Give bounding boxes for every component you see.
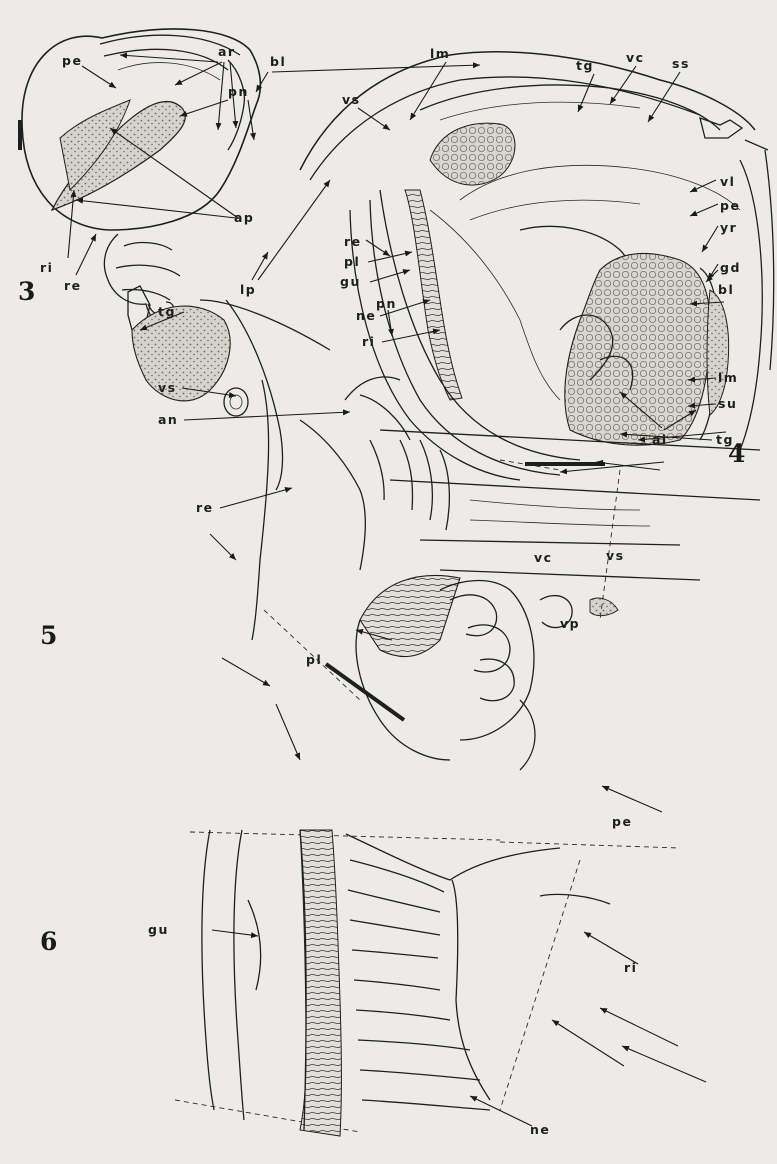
label-ap: ap	[234, 210, 254, 225]
label-ne: ne	[356, 308, 376, 323]
label-su: su	[718, 396, 737, 411]
figure-number-5: 5	[40, 621, 57, 650]
label-pe-6: pe	[612, 814, 632, 829]
label-vc: vc	[626, 50, 645, 65]
label-yr: yr	[720, 220, 737, 235]
label-re: re	[64, 278, 82, 293]
label-ri-6: ri	[624, 960, 637, 975]
label-gu-6: gu	[148, 922, 169, 937]
label-pe-4: pe	[720, 198, 740, 213]
label-ri: ri	[40, 260, 53, 275]
label-ne-6: ne	[530, 1122, 550, 1137]
figure-number-6: 6	[40, 927, 57, 956]
label-pn-5: pn	[376, 296, 397, 311]
label-bl-5: bl	[718, 282, 734, 297]
label-lm-5: lm	[718, 370, 738, 385]
label-ai: ai	[652, 432, 668, 447]
label-lp: lp	[240, 282, 256, 297]
figure-3-drawing	[20, 29, 260, 322]
label-vs-5b: vs	[606, 548, 625, 563]
figure-4-drawing	[300, 52, 774, 480]
label-vp: vp	[560, 616, 580, 631]
label-vc-5: vc	[534, 550, 553, 565]
label-ar: ar	[218, 44, 236, 59]
label-vs: vs	[342, 92, 361, 107]
label-re-5: re	[196, 500, 214, 515]
label-pn: pn	[228, 84, 249, 99]
figure-number-4: 4	[728, 439, 745, 468]
label-ri-4: ri	[362, 334, 375, 349]
label-an: an	[158, 412, 178, 427]
label-bl: bl	[270, 54, 286, 69]
label-ss: ss	[672, 56, 690, 71]
label-re-4: re	[344, 234, 362, 249]
label-gd: gd	[720, 260, 741, 275]
figure-number-3: 3	[18, 277, 35, 306]
label-vs-5: vs	[158, 380, 177, 395]
label-pe: pe	[62, 53, 82, 68]
label-tg: tg	[576, 58, 594, 73]
figure-6-drawing	[175, 830, 680, 1136]
label-vl: vl	[720, 174, 735, 189]
label-pl-5: pl	[306, 652, 322, 667]
label-tg-5: tg	[158, 304, 176, 319]
label-lm: lm	[430, 46, 450, 61]
label-gu: gu	[340, 274, 361, 289]
label-pl: pl	[344, 254, 360, 269]
figure-6-labels: pe gu ri ne	[148, 814, 637, 1137]
